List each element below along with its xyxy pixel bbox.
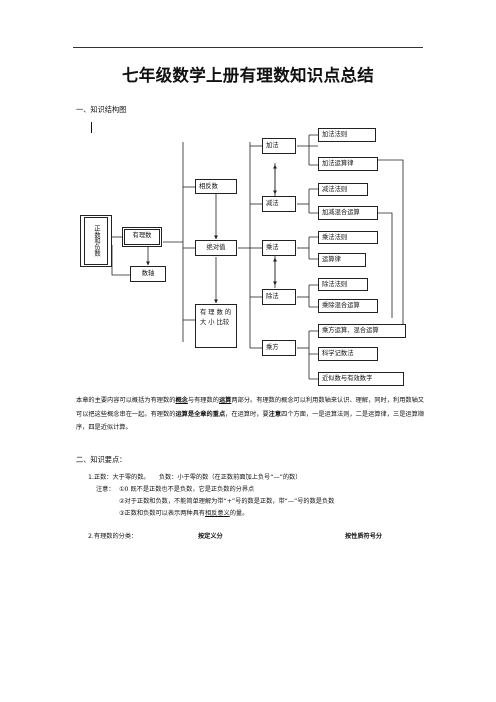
note-3-text: ③正数和负数可以表示两种具有 [119, 510, 205, 517]
box-sub: 减法 [262, 196, 296, 212]
note-2: ②对于正数和负数，不能简单理解为带“+”号的数是正数，带“—”号的数是负数 [119, 498, 335, 505]
para-bold-operation: 运算 [218, 397, 232, 404]
box-muldiv-mix: 乘除混合运算 [318, 299, 378, 313]
box-positive-negative: 正数和负数 [80, 215, 112, 267]
para-text-4: ，在运算时，要 [225, 410, 269, 418]
box-add-rule: 加法法则 [318, 128, 376, 142]
box-opposite: 相反数 [195, 179, 237, 194]
note-3: ③正数和负数可以表示两种具有相反意义的量。 [119, 508, 248, 520]
para-text-3: 两部分。有理数的概念可以利用数轴来认识、理解，同时，利用数轴又可以把这些概念串在… [76, 397, 425, 418]
arrow-right-loop [378, 159, 404, 333]
item-classification: 2.有理数的分类： [88, 533, 138, 540]
line-right-loop [378, 212, 393, 318]
note-1: ①0 既不是正数也不是负数，它是正负数的分界点 [119, 486, 255, 493]
box-rational-label: 有理数 [124, 229, 160, 245]
box-pow-mix: 乘方运算、混合运算 [318, 324, 406, 338]
box-rational: 有理数 [122, 227, 162, 247]
box-op-law: 运算律 [318, 253, 366, 267]
page-title: 七年级数学上册有理数知识点总结 [122, 66, 374, 85]
line-pn-numberline [111, 245, 130, 276]
box-mul-rule: 乘法法则 [318, 231, 378, 244]
para-text-5: 四个方面，一是运算法则，二是运算律，三是运算顺序，四是近似计算。 [76, 410, 425, 432]
section-heading-points: 二、知识要点： [76, 455, 127, 464]
box-sci: 科学记数法 [318, 347, 378, 361]
note-label: 注意： [96, 486, 115, 493]
box-add-law: 加法运算律 [318, 157, 378, 171]
item-positive-negative: 1.正数：大于零的数。 负数：小于零的数（在正数前面加上负号“—”的数） [88, 474, 302, 481]
text-cursor [91, 122, 92, 133]
box-div-rule: 除法法则 [318, 278, 368, 291]
para-bold-attention: 注意 [268, 410, 282, 418]
box-mul: 乘法 [262, 240, 296, 256]
summary-paragraph: 本章的主要内容可以概括为有理数的概念与有理数的运算两部分。有理数的概念可以利用数… [76, 394, 424, 435]
box-div: 除法 [262, 289, 296, 305]
box-addsub-mix: 加减混合运算 [318, 206, 378, 220]
box-pow: 乘方 [262, 340, 296, 356]
classification-by-definition: 按定义分 [198, 533, 223, 540]
para-text-2: 与有理数的 [187, 397, 219, 404]
para-bold-key-point: 运算是全章的重点 [175, 410, 226, 418]
section-heading-structure: 一、知识结构图 [76, 105, 127, 114]
box-positive-negative-label: 正数和负数 [93, 225, 100, 257]
note-3-underlined: 相反意义 [204, 510, 230, 517]
note-3-end: 的量。 [229, 510, 249, 517]
box-add: 加法 [262, 138, 296, 154]
box-sub-rule: 减法法则 [318, 183, 368, 196]
header-rule [73, 47, 423, 48]
classification-by-sign: 按性质符号分 [345, 533, 383, 540]
box-compare: 有 理 数 的 大 小 比较 [195, 304, 237, 348]
box-absolute: 绝对值 [195, 240, 237, 256]
box-numberline: 数轴 [130, 266, 166, 282]
box-approx: 近似数与有效数字 [318, 372, 404, 386]
para-text-1: 本章的主要内容可以概括为有理数的 [76, 397, 176, 404]
para-bold-concept: 概念 [175, 397, 188, 404]
